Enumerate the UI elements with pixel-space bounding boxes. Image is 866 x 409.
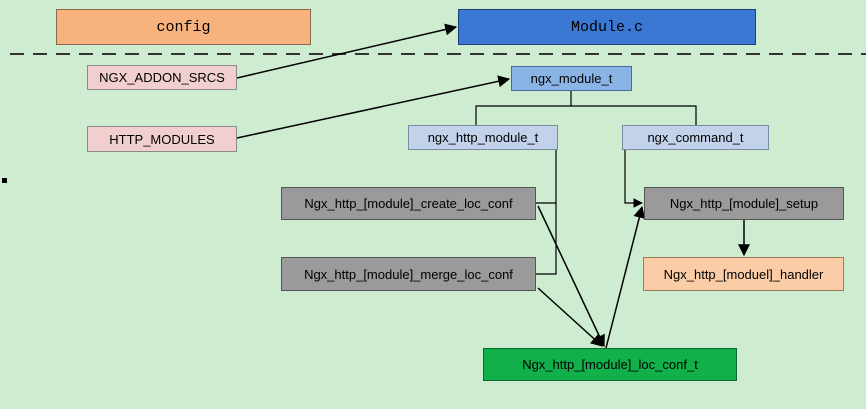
edge-addon-srcs-to-module-c xyxy=(236,23,458,79)
moduel-handler-node: Ngx_http_[moduel]_handler xyxy=(643,257,844,291)
edge-create-to-loc-conf xyxy=(537,205,605,348)
module-c-node: Module.c xyxy=(458,9,756,45)
http-modules-node: HTTP_MODULES xyxy=(87,126,237,152)
config-node: config xyxy=(56,9,311,45)
create-loc-conf-node: Ngx_http_[module]_create_loc_conf xyxy=(281,187,536,220)
ngx-module-t-node: ngx_module_t xyxy=(511,66,632,91)
edge-module-t-to-http-module-t xyxy=(475,105,697,125)
ngx-command-t-node: ngx_command_t xyxy=(622,125,769,150)
module-setup-node: Ngx_http_[module]_setup xyxy=(644,187,844,220)
edge-loc-conf-to-setup xyxy=(605,205,646,349)
edge-http-modules-to-ngx-module-t xyxy=(236,75,511,139)
left-edge-marker xyxy=(2,178,7,183)
ngx-addon-srcs-node: NGX_ADDON_SRCS xyxy=(87,65,237,90)
loc-conf-t-node: Ngx_http_[module]_loc_conf_t xyxy=(483,348,737,381)
edge-command-t-to-setup xyxy=(624,150,643,208)
ngx-http-module-t-node: ngx_http_module_t xyxy=(408,125,558,150)
edge-http-module-t-to-create xyxy=(536,150,557,204)
merge-loc-conf-node: Ngx_http_[module]_merge_loc_conf xyxy=(281,257,536,291)
edge-merge-to-loc-conf xyxy=(537,287,603,347)
edge-http-module-t-to-merge xyxy=(536,203,557,275)
